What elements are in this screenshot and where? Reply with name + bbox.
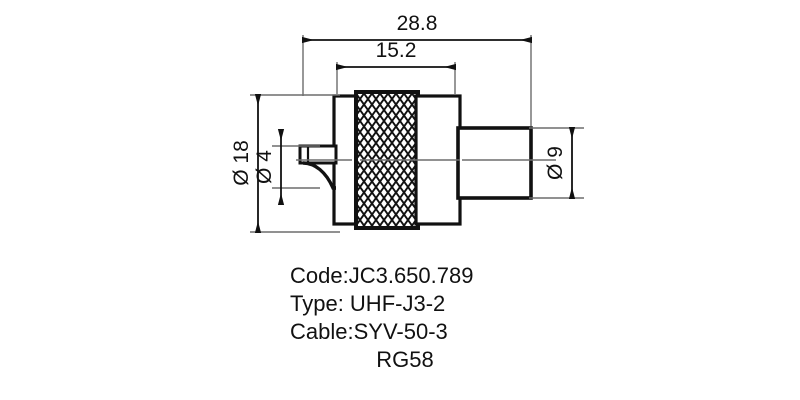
caption-cable-label: Cable:SYV-50-3 <box>290 319 448 344</box>
center-contact-pin <box>298 144 338 190</box>
dimension-body-diameter: Ø 18 <box>230 94 262 233</box>
dimension-label-pin-diameter: Ø 4 <box>253 150 276 184</box>
caption-type-label: Type: UHF-J3-2 <box>290 291 446 316</box>
dimension-boss-diameter: Ø 9 <box>544 127 576 199</box>
rear-boss-section <box>456 126 533 200</box>
dimension-overall-length: 28.8 <box>302 12 532 44</box>
caption-line-cable-alt: RG58 <box>0 346 800 374</box>
dimension-label-boss-diameter: Ø 9 <box>544 146 567 180</box>
dimension-label-overall-length: 28.8 <box>397 12 438 35</box>
caption-block: Code:JC3.650.789 Type: UHF-J3-2 Cable:SY… <box>0 262 800 374</box>
caption-line-cable: Cable:SYV-50-3 <box>0 318 800 346</box>
caption-line-type: Type: UHF-J3-2 <box>0 290 800 318</box>
dimension-label-body-diameter: Ø 18 <box>230 140 253 186</box>
dimension-pin-diameter: Ø 4 <box>253 129 285 205</box>
dimension-label-knurl-length: 15.2 <box>376 39 417 62</box>
caption-line-code: Code:JC3.650.789 <box>0 262 800 290</box>
caption-code-label: Code:JC3.650.789 <box>290 263 474 288</box>
caption-cable-alt-label: RG58 <box>376 347 434 372</box>
dimension-knurl-length: 15.2 <box>336 39 456 71</box>
